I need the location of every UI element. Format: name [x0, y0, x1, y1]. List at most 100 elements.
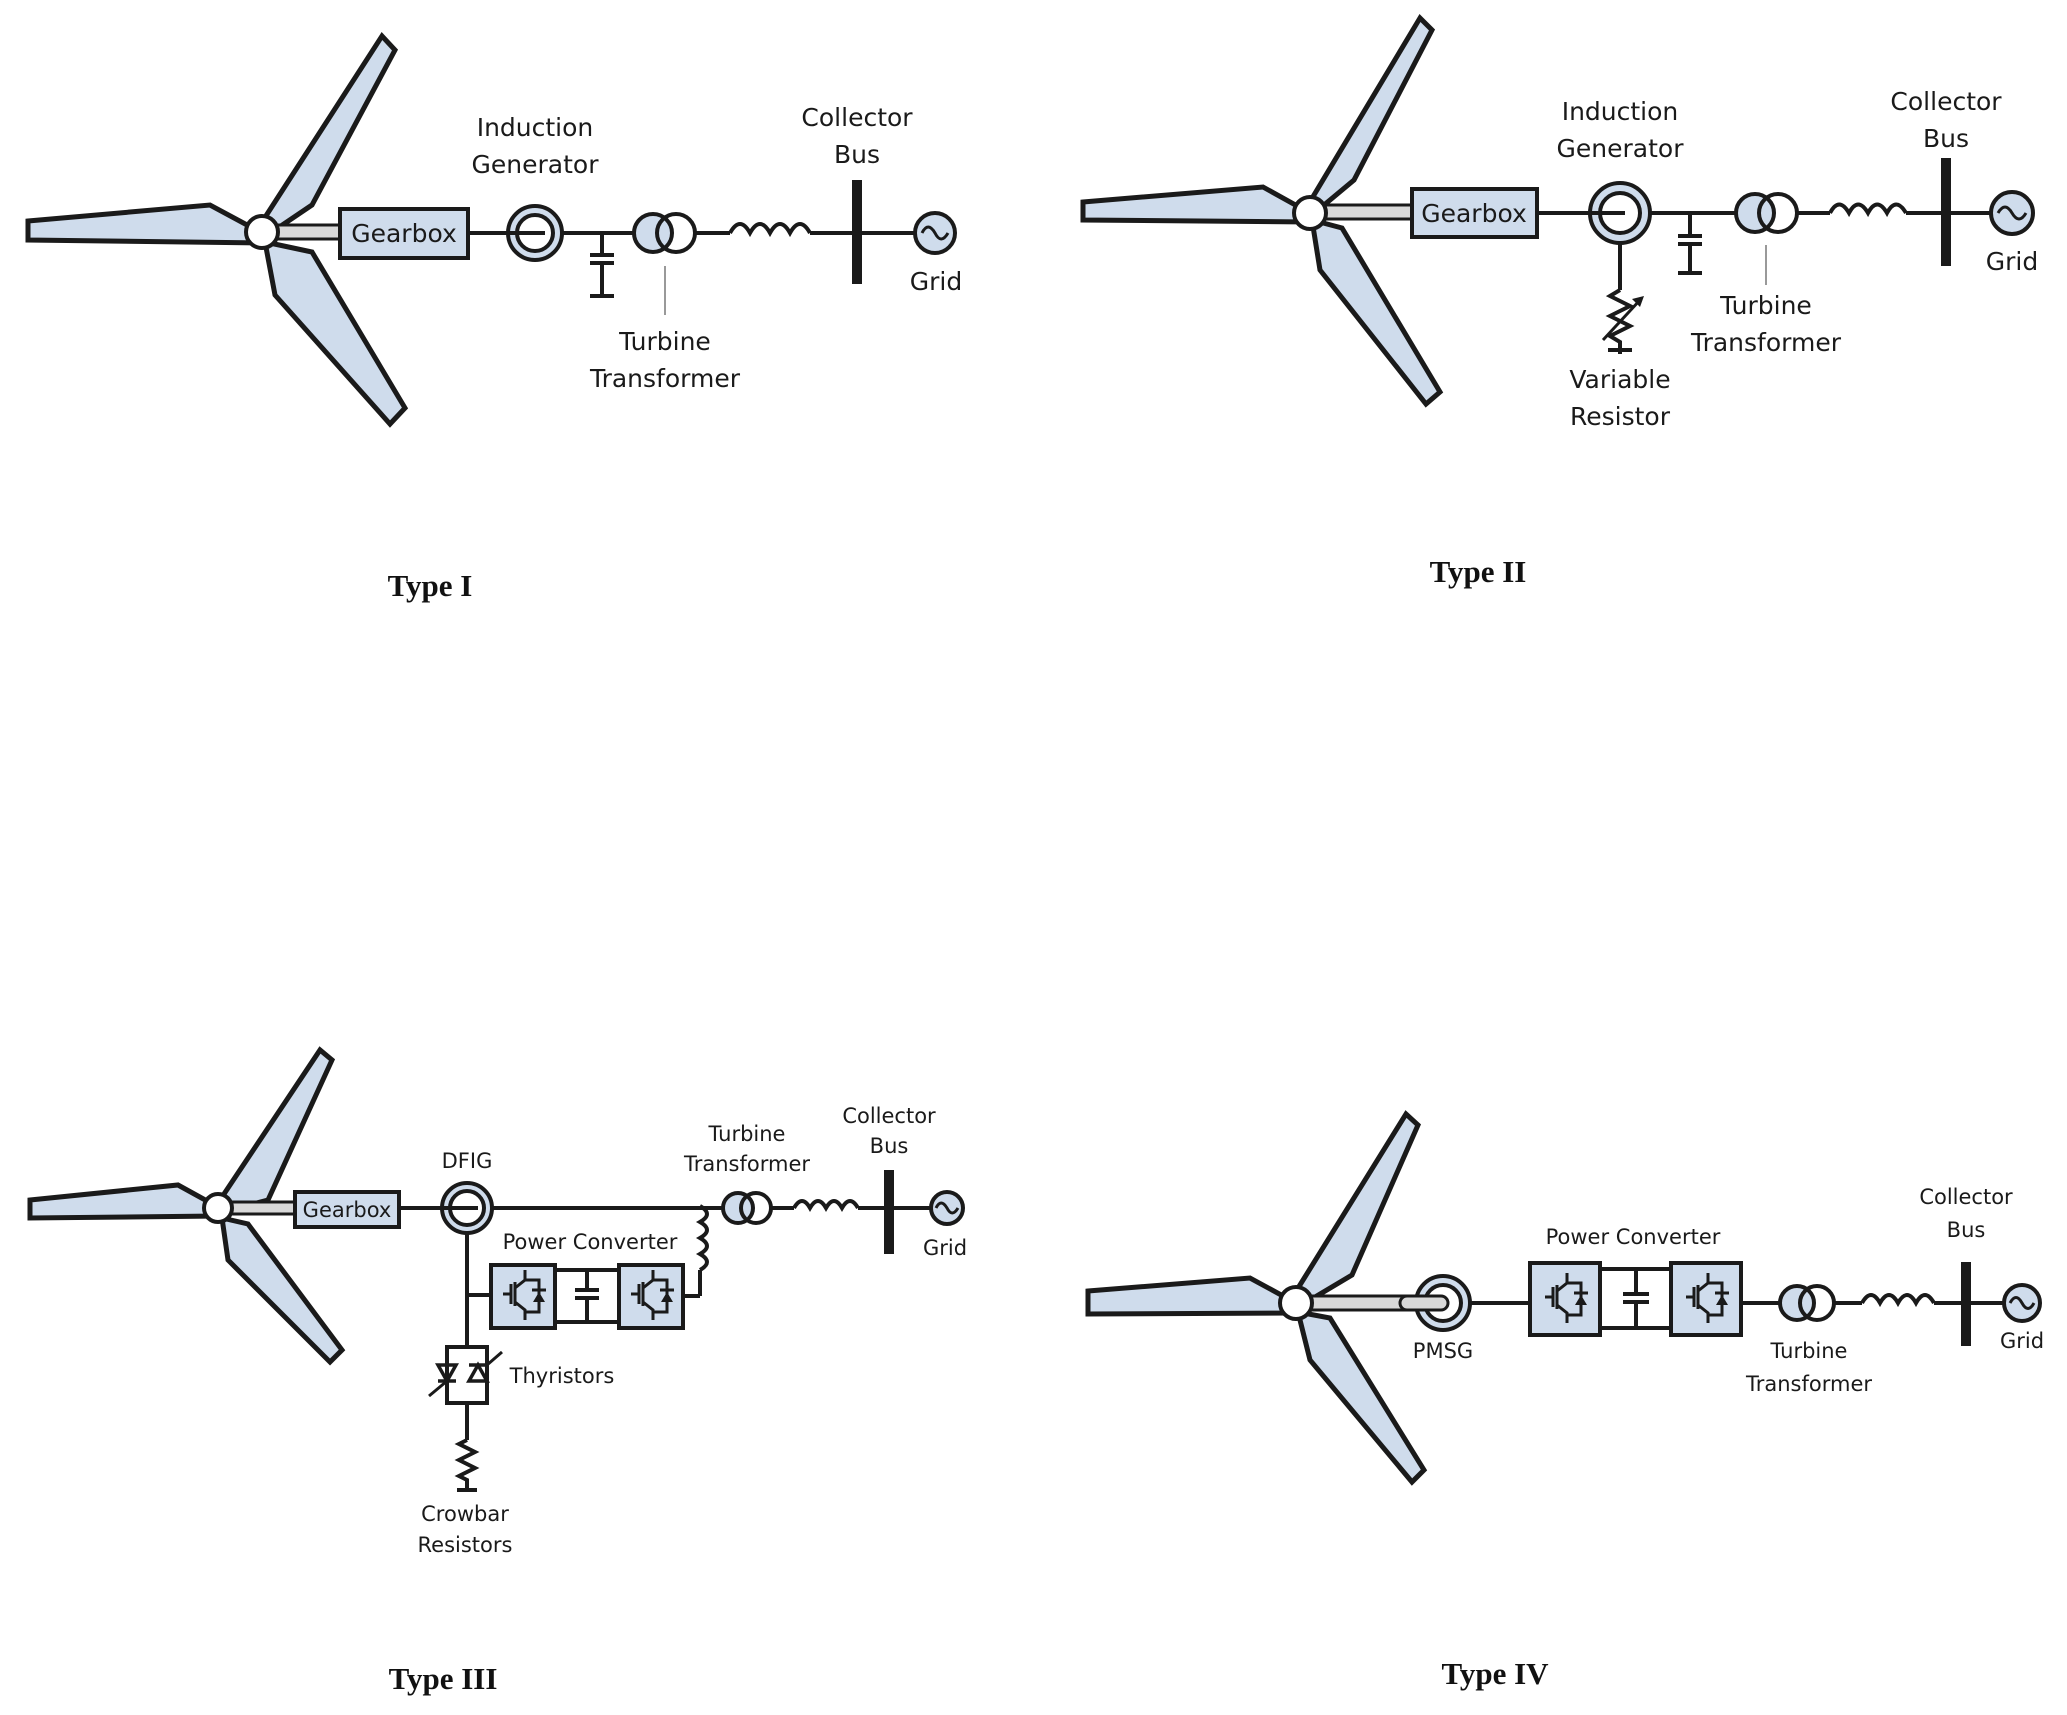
grid-label: Grid [1986, 247, 2038, 276]
transformer-label-2: Transformer [683, 1152, 810, 1176]
panel-title: Type II [1430, 554, 1527, 589]
panel-type-3: Gearbox DFIG Power Converter [27, 1046, 967, 1696]
converter-generator-side [1528, 1261, 1602, 1337]
grid-source-icon [2002, 1283, 2042, 1323]
transformer-label-2: Transformer [589, 364, 741, 393]
blade-down [261, 238, 409, 428]
bus-label-2: Bus [1947, 1218, 1986, 1242]
gearbox [338, 207, 470, 260]
power-converter [489, 1263, 685, 1330]
converter-grid-side [1669, 1261, 1743, 1337]
bus-label-1: Collector [801, 103, 913, 132]
gearbox [1410, 187, 1539, 239]
converter-grid-side [617, 1263, 685, 1330]
shaft [1318, 203, 1414, 221]
turbine-rotor [1080, 13, 1444, 408]
generator-label-2: Generator [472, 150, 600, 179]
blade-down [1308, 216, 1444, 408]
gearbox-label: Gearbox [351, 219, 457, 248]
capacitor-icon [1678, 213, 1702, 275]
turbine-rotor [25, 31, 409, 428]
inductor-icon [728, 222, 812, 238]
turbine-rotor [27, 1046, 346, 1366]
shaft [228, 1200, 297, 1216]
thyristors-icon [428, 1345, 503, 1405]
bus-label-1: Collector [1890, 87, 2002, 116]
gearbox-label: Gearbox [1421, 199, 1527, 228]
bus-label-2: Bus [870, 1134, 909, 1158]
grid-label: Grid [923, 1236, 967, 1260]
dc-link-capacitor-icon [1623, 1269, 1649, 1328]
dfig-icon [440, 1181, 494, 1235]
bus-label-1: Collector [1919, 1185, 2013, 1209]
hub [1278, 1285, 1314, 1321]
blade-left [25, 202, 265, 246]
generator-label: DFIG [442, 1149, 493, 1173]
induction-generator-icon [506, 204, 564, 262]
bus-label-1: Collector [842, 1104, 936, 1128]
blade-left [1085, 1275, 1297, 1317]
blade-up [1304, 13, 1436, 213]
transformer-icon [721, 1191, 773, 1225]
crowbar-resistor-icon [454, 1403, 480, 1492]
shaft [273, 223, 342, 241]
blade-down [1294, 1308, 1428, 1486]
transformer-icon [1734, 192, 1799, 234]
blade-up [216, 1046, 336, 1213]
panel-type-1: Gearbox Induction Generator Turbine Tran… [25, 31, 962, 603]
transformer-label-1: Turbine [618, 327, 711, 356]
turbine-rotor [1085, 1110, 1447, 1486]
variable-resistor-icon [1601, 243, 1644, 354]
blade-left [1080, 184, 1311, 225]
transformer-label-1: Turbine [1770, 1339, 1848, 1363]
filter-inductor-icon [695, 1204, 709, 1272]
transformer-label-2: Transformer [1745, 1372, 1872, 1396]
hub [244, 214, 280, 250]
pmsg-icon [1398, 1274, 1472, 1332]
crowbar-label-1: Crowbar [421, 1502, 509, 1526]
inductor-icon [1860, 1293, 1936, 1308]
converter-rotor-side [489, 1263, 557, 1330]
capacitor-icon [590, 233, 614, 298]
transformer-label-2: Transformer [1690, 328, 1842, 357]
inductor-icon [792, 1199, 860, 1213]
gearbox-label: Gearbox [303, 1198, 392, 1222]
blade-up [258, 31, 399, 233]
transformer-label-1: Turbine [708, 1122, 786, 1146]
panel-title: Type III [389, 1661, 498, 1696]
grid-source-icon [1989, 190, 2035, 236]
blade-down [219, 1214, 346, 1366]
panel-type-4: PMSG Power Converter Turbine Transformer [1085, 1110, 2044, 1691]
grid-label: Grid [910, 267, 962, 296]
thyristors-label: Thyristors [509, 1364, 615, 1388]
panel-title: Type IV [1441, 1656, 1549, 1691]
generator-label: PMSG [1413, 1339, 1473, 1363]
grid-label: Grid [2000, 1329, 2044, 1353]
panel-title: Type I [388, 568, 473, 603]
inductor-icon [1828, 202, 1908, 218]
transformer-icon [632, 212, 697, 254]
generator-label-1: Induction [1562, 97, 1679, 126]
blade-left [27, 1182, 221, 1221]
blade-up [1291, 1110, 1422, 1303]
transformer-label-1: Turbine [1719, 291, 1812, 320]
grid-source-icon [913, 211, 957, 255]
transformer-icon [1778, 1284, 1836, 1322]
resistor-label-1: Variable [1569, 365, 1670, 394]
generator-label-2: Generator [1557, 134, 1685, 163]
bus-label-2: Bus [834, 140, 880, 169]
panel-type-2: Gearbox Induction Generator Variable Res… [1080, 13, 2038, 589]
converter-label: Power Converter [503, 1230, 678, 1254]
resistor-label-2: Resistor [1570, 402, 1671, 431]
converter-label: Power Converter [1546, 1225, 1721, 1249]
dc-link-capacitor-icon [575, 1270, 599, 1322]
grid-source-icon [929, 1190, 965, 1226]
induction-generator-icon [1588, 181, 1652, 245]
generator-label-1: Induction [477, 113, 594, 142]
crowbar-label-2: Resistors [418, 1533, 513, 1557]
hub [1292, 195, 1328, 231]
bus-label-2: Bus [1923, 124, 1969, 153]
hub [202, 1192, 234, 1224]
power-converter [1528, 1261, 1743, 1337]
